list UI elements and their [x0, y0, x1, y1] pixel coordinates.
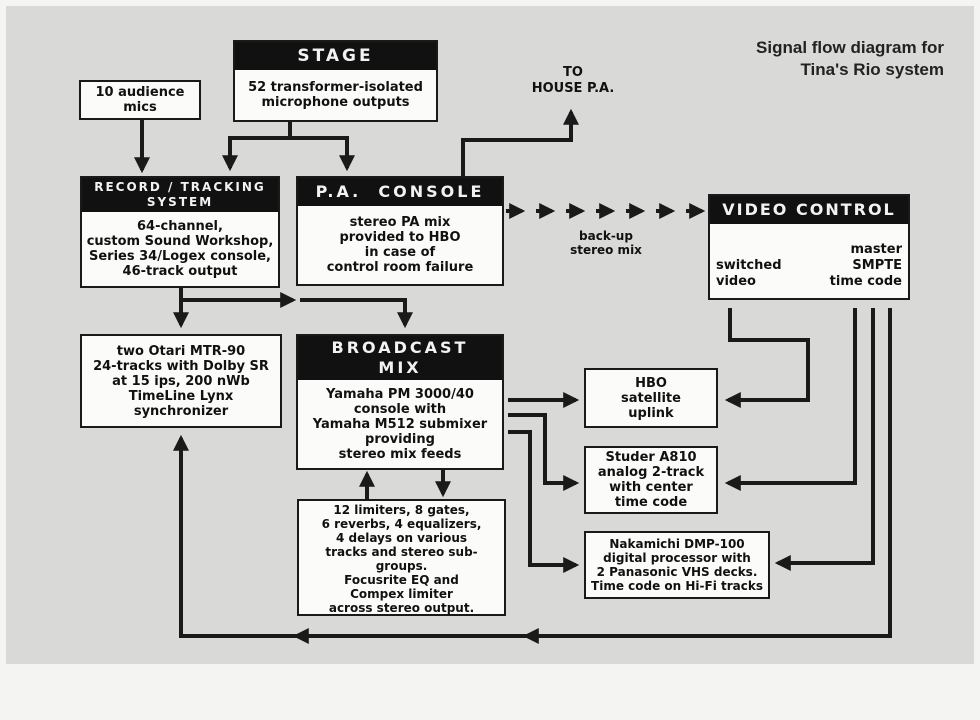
audience-mics-box: 10 audience mics [79, 80, 201, 120]
wire-return-to-otari [173, 434, 300, 638]
studer-body: Studer A810 analog 2-track with center t… [597, 450, 705, 510]
stage-box: STAGE 52 transformer-isolated microphone… [233, 40, 438, 122]
video-control-box: VIDEO CONTROL switched video master SMPT… [708, 194, 910, 300]
otari-box: two Otari MTR-90 24-tracks with Dolby SR… [80, 334, 282, 428]
wire-timecode-return [300, 308, 892, 638]
wire-pa-to-house [461, 108, 579, 176]
stage-header: STAGE [235, 42, 436, 70]
record-tracking-box: RECORD / TRACKING SYSTEM 64-channel, cus… [80, 176, 280, 288]
otari-body: two Otari MTR-90 24-tracks with Dolby SR… [93, 343, 269, 419]
diagram-title: Signal flow diagram for Tina's Rio syste… [756, 38, 944, 79]
broadcast-mix-header: BROADCAST MIX [298, 336, 502, 380]
wire-stage-split [222, 120, 292, 172]
stage-body: 52 transformer-isolated microphone outpu… [248, 80, 423, 110]
pa-console-header: P.A. CONSOLE [298, 178, 502, 206]
record-tracking-header: RECORD / TRACKING SYSTEM [82, 178, 278, 212]
master-smpte-label: master SMPTE time code [829, 242, 902, 289]
broadcast-mix-box: BROADCAST MIX Yamaha PM 3000/40 console … [296, 334, 504, 470]
wire-stage-to-pa [290, 136, 355, 172]
house-pa-label: TO HOUSE P.A. [531, 65, 615, 96]
nakamichi-body: Nakamichi DMP-100 digital processor with… [591, 537, 763, 593]
pa-console-box: P.A. CONSOLE stereo PA mix provided to H… [296, 176, 504, 286]
processors-box: 12 limiters, 8 gates, 6 reverbs, 4 equal… [297, 499, 506, 616]
wire-broadcast-to-nakamichi [508, 430, 580, 573]
wire-timecode-to-studer [724, 308, 857, 491]
record-tracking-body: 64-channel, custom Sound Workshop, Serie… [86, 219, 274, 279]
video-control-header: VIDEO CONTROL [710, 196, 908, 224]
switched-video-label: switched video [716, 258, 782, 289]
broadcast-mix-body: Yamaha PM 3000/40 console with Yamaha M5… [312, 386, 488, 462]
backup-stereo-label: back-up stereo mix [570, 229, 642, 257]
nakamichi-box: Nakamichi DMP-100 digital processor with… [584, 531, 770, 599]
wire-broadcast-to-studer [508, 413, 580, 491]
wire-timecode-to-nakamichi [774, 308, 875, 571]
studer-box: Studer A810 analog 2-track with center t… [584, 446, 718, 514]
processors-body: 12 limiters, 8 gates, 6 reverbs, 4 equal… [321, 503, 482, 615]
wire-video-to-hbo [724, 308, 810, 408]
hbo-uplink-body: HBO satellite uplink [621, 375, 681, 421]
wire-record-to-broadcast-2 [300, 298, 413, 329]
pa-console-body: stereo PA mix provided to HBO in case of… [326, 215, 474, 275]
audience-mics-body: 10 audience mics [95, 85, 185, 115]
hbo-uplink-box: HBO satellite uplink [584, 368, 718, 428]
